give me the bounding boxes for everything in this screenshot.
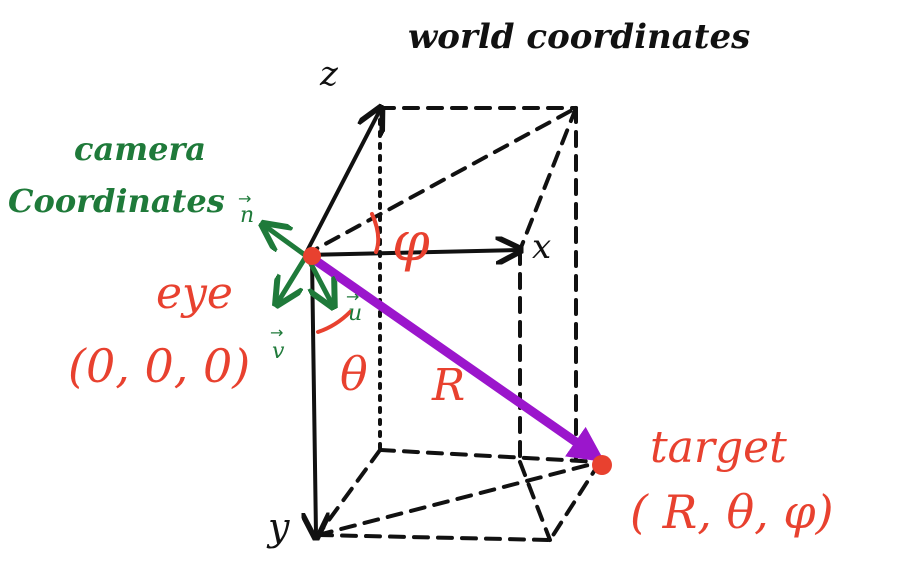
x-axis-label: x [532, 227, 551, 267]
n-vector [265, 226, 308, 258]
eye-label: eye [156, 268, 233, 319]
y-axis-line [312, 256, 316, 535]
camera-label-line1: camera [74, 130, 206, 168]
diagram-title: world coordinates [408, 17, 750, 57]
r-label: R [431, 360, 465, 411]
y-axis-label: y [266, 505, 290, 549]
r-vector [307, 253, 605, 463]
eye-point [303, 247, 321, 265]
camera-vectors [265, 226, 332, 304]
u-vector [307, 259, 332, 304]
u-vector-arrow-glyph: → [346, 287, 359, 306]
phi-arc [370, 212, 381, 254]
v-vector [278, 255, 308, 302]
x-axis-line [303, 250, 518, 255]
theta-arc [316, 310, 352, 334]
phi-label: φ [392, 210, 430, 273]
z-axis-line [303, 110, 380, 257]
box-dashed-edges [303, 106, 602, 542]
n-vector-arrow-glyph: → [238, 189, 251, 208]
eye-coords: (0, 0, 0) [68, 339, 250, 393]
n-vector-label: n [240, 203, 254, 228]
target-point [592, 455, 612, 475]
v-vector-label: v [272, 339, 285, 364]
v-vector-arrow-glyph: → [270, 323, 283, 342]
z-axis-label: z [319, 54, 339, 94]
camera-label-line2: Coordinates [8, 182, 225, 220]
theta-label: θ [340, 347, 368, 401]
u-vector-label: u [348, 301, 362, 326]
target-coords: ( R, θ, φ) [630, 485, 834, 539]
target-label: target [650, 422, 787, 473]
